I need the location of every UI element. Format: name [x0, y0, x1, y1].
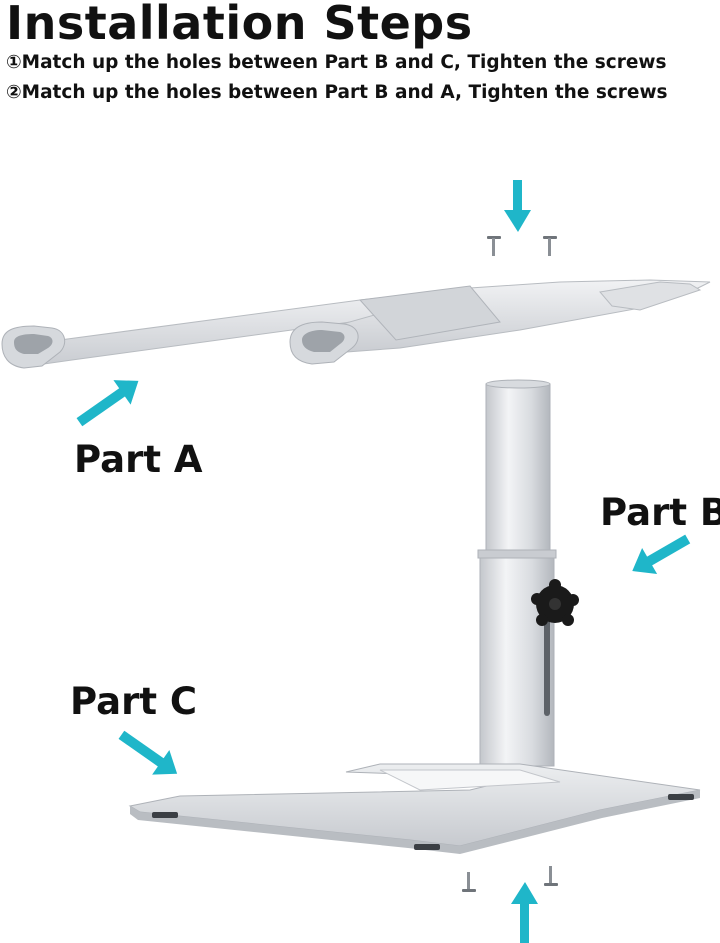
part-a-laptop-tray — [1, 279, 711, 369]
arrow-icon — [632, 534, 691, 574]
arrow-icon — [511, 882, 538, 943]
arrow-icon — [76, 380, 139, 427]
part-c-label: Part C — [70, 680, 198, 723]
screw-icon — [487, 236, 501, 256]
part-b-label: Part B — [600, 491, 720, 534]
screw-icon — [544, 866, 558, 886]
part-b-column — [477, 379, 557, 767]
arrow-icon — [504, 180, 531, 232]
screw-icon — [543, 236, 557, 256]
step-1-text: ①Match up the holes between Part B and C… — [6, 52, 667, 73]
adjustment-knob-icon — [531, 579, 579, 626]
arrow-icon — [118, 730, 178, 775]
step-2-text: ②Match up the holes between Part B and A… — [6, 82, 668, 103]
screw-icon — [462, 872, 476, 892]
part-a-label: Part A — [74, 438, 203, 481]
page-title: Installation Steps — [6, 0, 473, 50]
part-c-base — [128, 763, 701, 854]
